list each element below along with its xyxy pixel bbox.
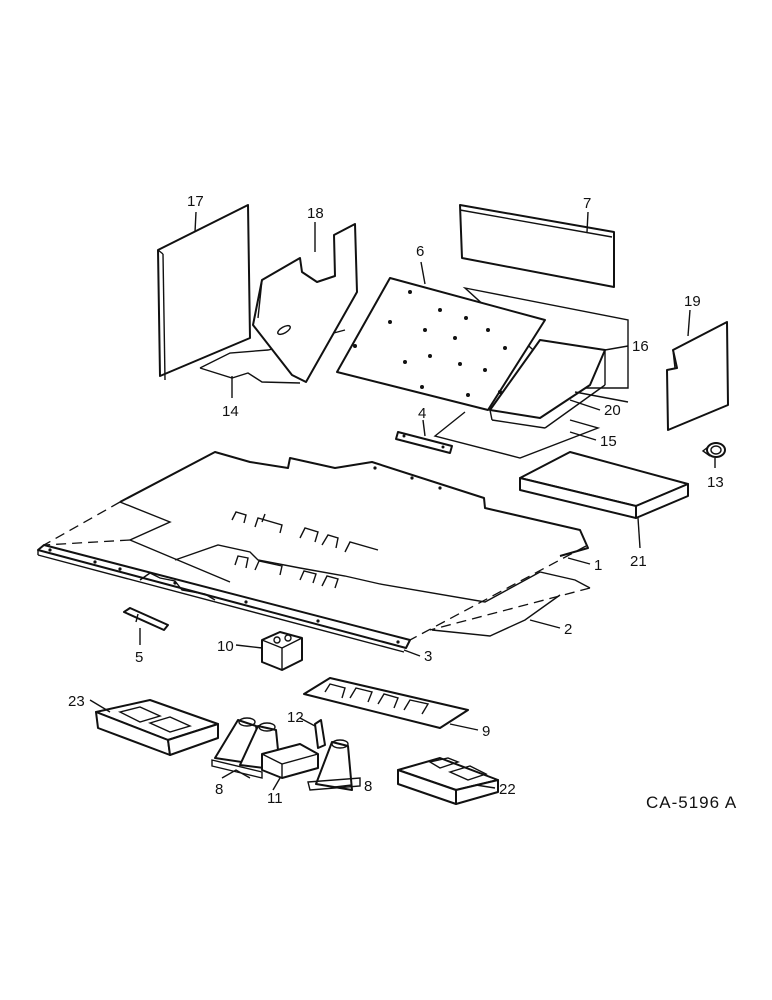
part-12-clip [314, 719, 326, 749]
callout-13: 13 [707, 474, 724, 491]
callout-8-right: 8 [364, 778, 372, 795]
part-8-right-support [307, 739, 361, 791]
part-23-base [95, 699, 219, 756]
part-11-tray [261, 743, 319, 779]
callout-21: 21 [630, 553, 647, 570]
callout-7: 7 [583, 195, 591, 212]
part-22-base [397, 757, 499, 805]
callout-6: 6 [416, 243, 424, 260]
callout-17: 17 [187, 193, 204, 210]
figure-code: CA-5196 A [646, 793, 737, 812]
part-19-small-panel [666, 321, 729, 431]
callout-22: 22 [499, 781, 516, 798]
callout-18: 18 [307, 205, 324, 222]
callout-12: 12 [287, 709, 304, 726]
part-3-rail [37, 544, 411, 653]
part-21-pad [519, 451, 689, 519]
callout-11: 11 [267, 790, 283, 807]
callout-3: 3 [424, 648, 432, 665]
callout-2: 2 [564, 621, 572, 638]
part-20-wedge [489, 339, 629, 429]
callout-14: 14 [222, 403, 239, 420]
callout-16: 16 [632, 338, 649, 355]
part-15-mat [433, 411, 601, 459]
part-1-floor-plate [119, 451, 589, 583]
part-18-notched-panel [252, 223, 358, 383]
assembly-guide-lines [43, 501, 591, 641]
callout-4: 4 [418, 405, 426, 422]
callout-5: 5 [135, 649, 143, 666]
part-6-perforated-plate [336, 277, 546, 411]
part-9-slotted-plate [303, 677, 469, 729]
part-13-plug [701, 442, 726, 458]
callout-9: 9 [482, 723, 490, 740]
callout-19: 19 [684, 293, 701, 310]
callout-8-left: 8 [215, 781, 223, 798]
part-4-bar [395, 431, 453, 454]
callout-1: 1 [594, 557, 602, 574]
leader-lines [89, 211, 716, 791]
plate-holes [353, 290, 507, 397]
callout-labels: 17 18 7 6 19 16 14 20 15 4 13 21 1 2 3 5… [68, 193, 724, 807]
callout-15: 15 [600, 433, 617, 450]
part-5-bracket [123, 607, 169, 631]
plate-slots-1 [231, 511, 379, 553]
callout-10: 10 [217, 638, 234, 655]
plate-slots-2 [234, 555, 339, 589]
part-7-strip-panel [459, 204, 615, 288]
part-17-side-panel [157, 204, 251, 381]
part-10-box [261, 631, 303, 671]
callout-20: 20 [604, 402, 621, 419]
part-2-plate [174, 544, 591, 637]
callout-23: 23 [68, 693, 85, 710]
